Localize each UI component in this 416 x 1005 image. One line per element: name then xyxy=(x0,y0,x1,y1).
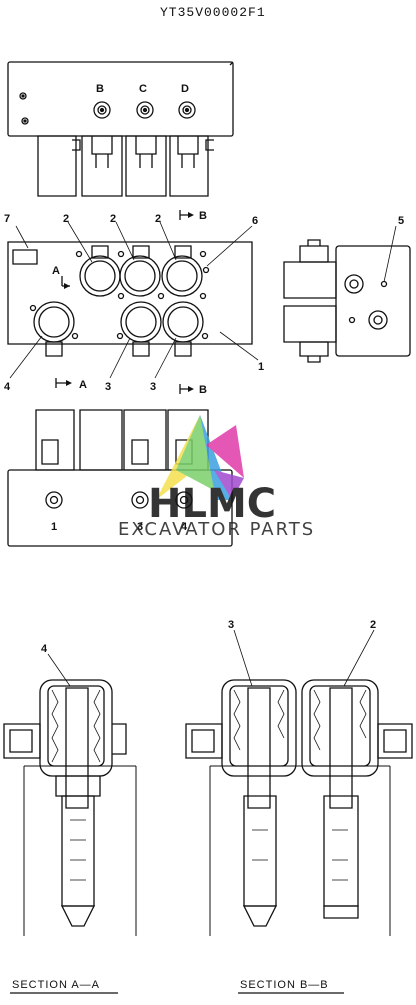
callout-2b: 2 xyxy=(110,213,116,225)
port-label-d: D xyxy=(181,83,189,95)
top-view: B C D xyxy=(8,62,233,196)
callout-2c: 2 xyxy=(155,213,161,225)
port-d xyxy=(179,102,195,118)
watermark-brand: HLMC xyxy=(148,481,276,527)
section-a-a: 4 SECTION A—A xyxy=(4,643,136,993)
side-view: 5 xyxy=(284,215,410,362)
solenoid-top-3 xyxy=(162,256,202,296)
callout-5: 5 xyxy=(398,215,404,227)
callout-section-bb-3: 3 xyxy=(228,619,234,631)
port-label-4: 4 xyxy=(181,521,188,533)
callout-6: 6 xyxy=(252,215,258,227)
port-label-3: 3 xyxy=(137,521,143,533)
callout-7: 7 xyxy=(4,213,10,225)
watermark: HLMC EXCAVATOR PARTS xyxy=(118,415,315,540)
solenoid-bottom-3 xyxy=(163,302,203,342)
section-mark-a-top: A xyxy=(52,265,60,277)
section-mark-b-bottom: B xyxy=(199,384,207,396)
solenoid-top-1 xyxy=(80,256,120,296)
plan-view: 7 2 2 2 6 4 3 3 1 A A B B xyxy=(4,210,264,396)
port-label-b: B xyxy=(96,83,104,95)
callout-1: 1 xyxy=(258,361,264,373)
front-view: 1 3 4 xyxy=(8,410,232,546)
port-b xyxy=(94,102,110,118)
drawing-id: YT35V00002F1 xyxy=(160,5,266,20)
callout-section-aa: 4 xyxy=(41,643,48,655)
solenoid-bottom-2 xyxy=(121,302,161,342)
callout-section-bb-2: 2 xyxy=(370,619,376,631)
port-label-1: 1 xyxy=(51,521,57,533)
logo-magenta-shard xyxy=(206,425,244,478)
section-bb-title: SECTION B—B xyxy=(240,979,329,991)
callout-3b: 3 xyxy=(150,381,156,393)
solenoid-bottom-1 xyxy=(34,302,74,342)
solenoid-top-2 xyxy=(120,256,160,296)
callout-3a: 3 xyxy=(105,381,111,393)
section-b-b: 3 2 SECTION B—B xyxy=(186,619,412,993)
section-mark-a-bottom: A xyxy=(79,379,87,391)
callout-4: 4 xyxy=(4,381,11,393)
section-aa-title: SECTION A—A xyxy=(12,979,100,991)
port-label-c: C xyxy=(139,83,147,95)
callout-2a: 2 xyxy=(63,213,69,225)
port-c xyxy=(137,102,153,118)
logo-purple-shard xyxy=(214,470,244,500)
watermark-subtitle: EXCAVATOR PARTS xyxy=(118,519,315,540)
section-mark-b-top: B xyxy=(199,210,207,222)
